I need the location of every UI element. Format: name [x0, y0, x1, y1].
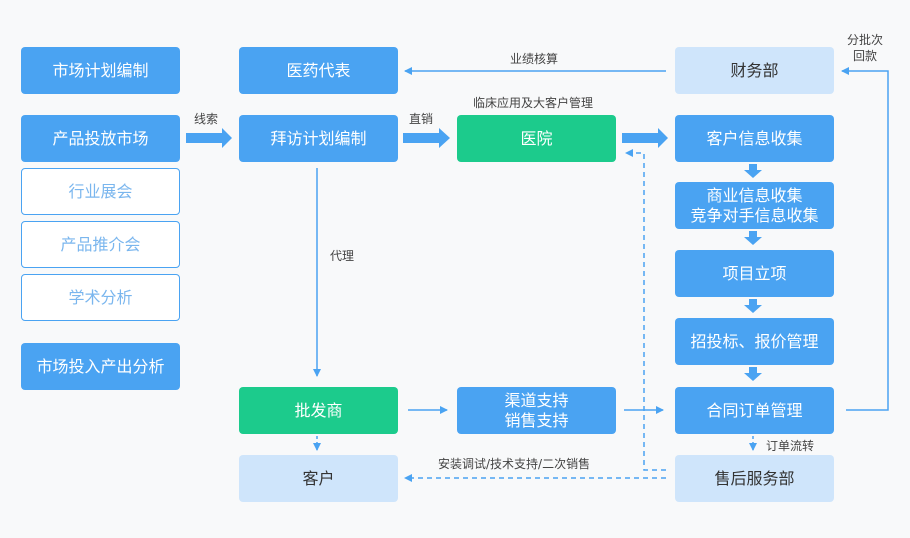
channel-support-box: 渠道支持 销售支持 — [457, 387, 616, 434]
industry-expo-box: 行业展会 — [21, 168, 180, 215]
project-box: 项目立项 — [675, 250, 834, 297]
wholesaler-box: 批发商 — [239, 387, 398, 434]
arrow-visit-to-hospital — [403, 128, 450, 148]
label-performance: 业绩核算 — [510, 52, 559, 66]
product-launch-box: 产品投放市场 — [21, 115, 180, 162]
academic-box: 学术分析 — [21, 274, 180, 321]
label-direct-sales: 直销 — [409, 112, 434, 126]
label-batch-line-1: 分批次 — [847, 33, 884, 47]
hospital-box: 医院 — [457, 115, 616, 162]
arrow-product-to-visit — [186, 128, 232, 148]
label-order-flow: 订单流转 — [766, 439, 815, 453]
arrow-aftersales-to-hospital — [625, 149, 666, 471]
label-batch-line-2: 回款 — [853, 49, 878, 64]
product-promo-box: 产品推介会 — [21, 221, 180, 268]
finance-box: 财务部 — [675, 47, 834, 94]
arrow-project-to-bidding — [744, 299, 762, 313]
contract-box: 合同订单管理 — [675, 387, 834, 434]
pharma-rep-box: 医药代表 — [239, 47, 398, 94]
business-info-line-1: 商业信息收集 — [706, 185, 803, 205]
after-sales-box: 售后服务部 — [675, 455, 834, 502]
customer-info-box: 客户信息收集 — [675, 115, 834, 162]
arrow-hospital-to-info — [622, 128, 668, 148]
visit-plan-box: 拜访计划编制 — [239, 115, 398, 162]
channel-support-line-2: 销售支持 — [504, 410, 569, 430]
label-install: 安装调试/技术支持/二次销售 — [438, 457, 591, 471]
bidding-box: 招投标、报价管理 — [675, 318, 834, 365]
label-batch: 分批次 回款 — [847, 32, 883, 64]
business-info-box: 商业信息收集 竞争对手信息收集 — [675, 182, 834, 229]
customer-box: 客户 — [239, 455, 398, 502]
arrow-contract-to-finance — [841, 67, 889, 411]
io-analysis-box: 市场投入产出分析 — [21, 343, 180, 390]
arrow-bidding-to-contract — [744, 367, 762, 381]
label-agent: 代理 — [330, 249, 355, 263]
channel-support-line-1: 渠道支持 — [504, 390, 569, 410]
label-clue: 线索 — [194, 112, 219, 126]
label-clinical: 临床应用及大客户管理 — [473, 96, 594, 110]
arrow-business-to-project — [744, 231, 762, 245]
business-info-line-2: 竞争对手信息收集 — [690, 205, 819, 225]
arrow-info-to-business — [744, 164, 762, 178]
market-plan-box: 市场计划编制 — [21, 47, 180, 94]
